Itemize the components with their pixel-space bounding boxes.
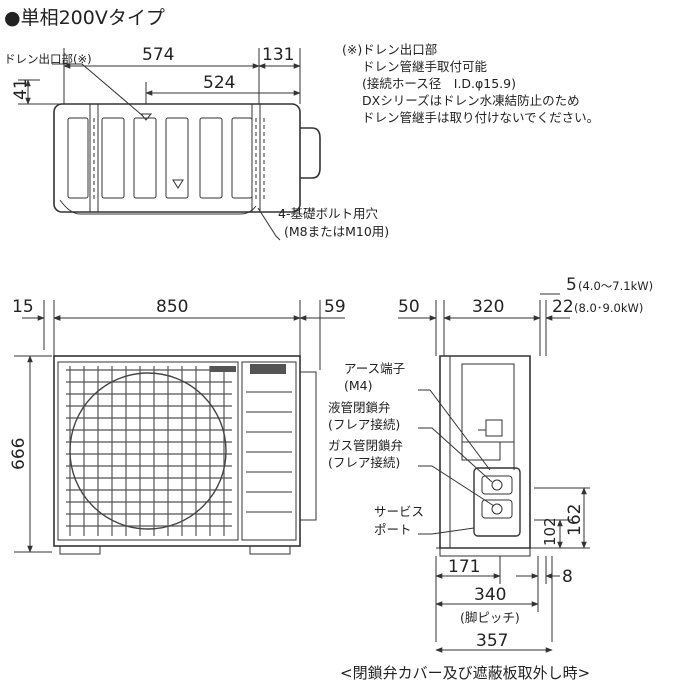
leg-pitch-label: (脚ピッチ) [460, 610, 520, 625]
service-port-label: サービス [374, 504, 424, 519]
dim-162: 162 [565, 504, 585, 536]
rating-label-plate [210, 366, 236, 372]
top-view [18, 48, 321, 241]
dim-8: 8 [562, 567, 573, 587]
dim-357: 357 [476, 631, 508, 651]
drain-notes: (※)ドレン出口部 ドレン管継手取付可能 (接続ホース径 I.D.φ15.9) … [342, 42, 599, 125]
dim-340: 340 [474, 585, 506, 605]
bolt-hole-size: (M8またはM10用) [284, 224, 389, 239]
note-line: ドレン管継手は取り付けないでください。 [362, 110, 599, 125]
dim-22: 22 [552, 297, 574, 317]
dim-5: 5 [566, 275, 577, 295]
front-view [14, 300, 345, 555]
note-line: ドレン管継手取付可能 [362, 59, 488, 74]
earth-terminal-label: アース端子 [344, 361, 405, 376]
dim-850: 850 [156, 297, 188, 317]
bolt-hole-label: 4-基礎ボルト用穴 [278, 206, 378, 221]
earth-terminal-size: (M4) [344, 378, 373, 393]
dim-15: 15 [12, 297, 34, 317]
liquid-valve-type: (フレア接続) [328, 417, 400, 432]
dim-320: 320 [472, 297, 504, 317]
gas-valve-type: (フレア接続) [328, 455, 400, 470]
dim-50: 50 [398, 297, 420, 317]
dim-102: 102 [541, 517, 559, 546]
dim-171: 171 [448, 557, 480, 577]
service-port-label-2: ポート [374, 522, 412, 537]
page-title: ●単相200Vタイプ [4, 7, 165, 29]
dim-22-note: (8.0･9.0kW) [574, 301, 643, 315]
dim-131: 131 [262, 45, 294, 65]
dim-59: 59 [324, 297, 346, 317]
drain-outlet-label: ドレン出口部(※) [4, 52, 92, 66]
note-line: DXシリーズはドレン水凍結防止のため [362, 93, 580, 108]
note-line: (接続ホース径 I.D.φ15.9) [362, 76, 516, 91]
dim-666: 666 [9, 438, 29, 470]
dim-574: 574 [142, 45, 174, 65]
dim-524: 524 [203, 73, 235, 93]
dim-41: 41 [11, 78, 31, 100]
dim-5-note: (4.0〜7.1kW) [578, 279, 653, 293]
brand-logo [250, 364, 286, 374]
side-view [398, 293, 590, 653]
liquid-valve-label: 液管閉鎖弁 [328, 400, 391, 415]
note-line: (※)ドレン出口部 [342, 42, 437, 57]
caption: <閉鎖弁カバー及び遮蔽板取外し時> [340, 664, 590, 682]
gas-valve-label: ガス管閉鎖弁 [328, 438, 403, 453]
